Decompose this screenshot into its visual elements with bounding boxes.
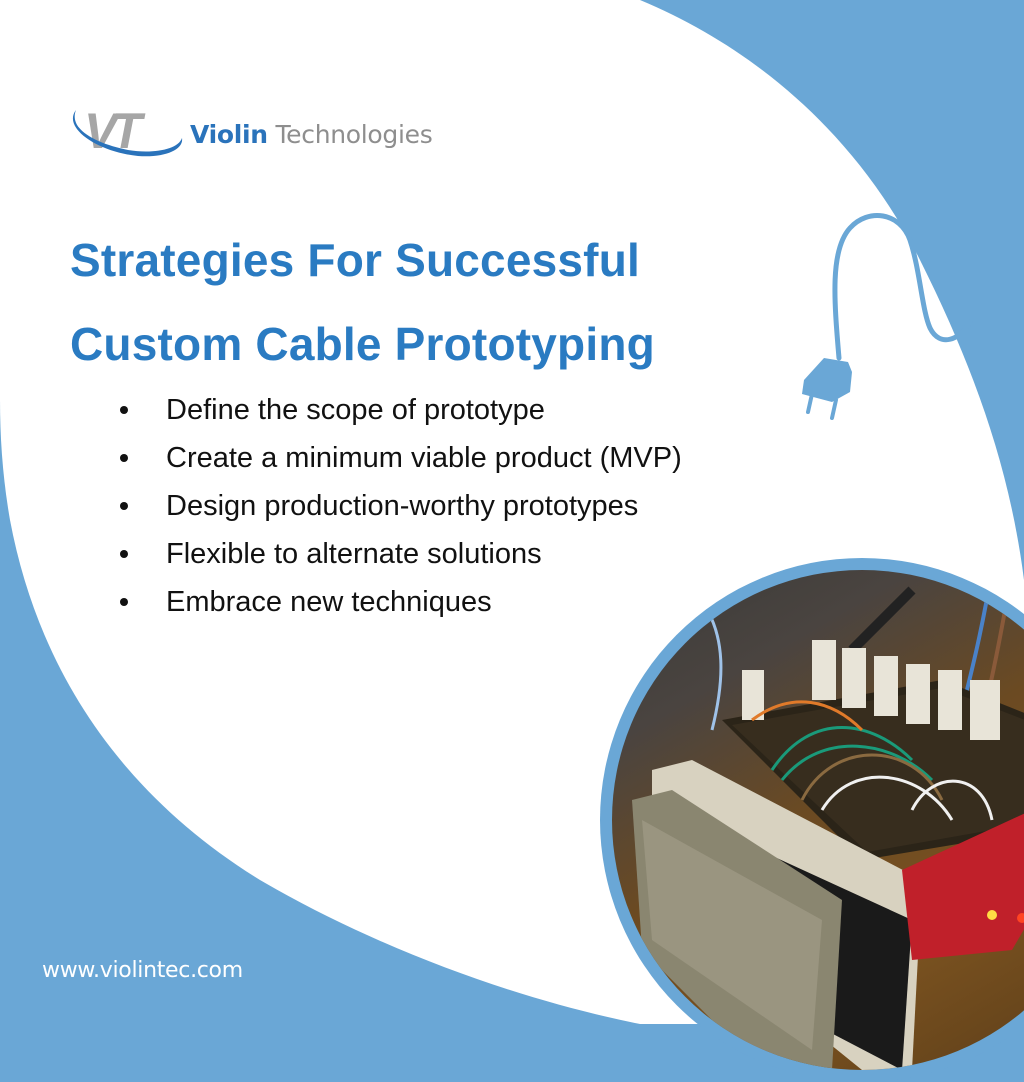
company-name: Violin Technologies <box>190 119 433 149</box>
power-plug-cable-icon <box>802 213 973 420</box>
prototype-electronics-photo <box>612 570 1024 1070</box>
title-line-1: Strategies For Successful <box>70 234 640 286</box>
company-logo: VT Violin Technologies <box>68 100 433 162</box>
website-url: www.violintec.com <box>42 958 243 983</box>
list-item: Define the scope of prototype <box>120 386 682 434</box>
bullet-icon <box>120 502 128 510</box>
company-name-secondary: Technologies <box>275 119 433 149</box>
title-line-2: Custom Cable Prototyping <box>70 318 655 370</box>
company-name-primary: Violin <box>190 119 268 149</box>
bullet-icon <box>120 550 128 558</box>
list-item: Flexible to alternate solutions <box>120 530 682 578</box>
strategy-list: Define the scope of prototype Create a m… <box>120 386 682 626</box>
prototype-photo-frame <box>600 558 1024 1082</box>
list-item: Embrace new techniques <box>120 578 682 626</box>
bullet-icon <box>120 598 128 606</box>
page-title: Strategies For Successful Custom Cable P… <box>70 218 655 386</box>
bullet-icon <box>120 406 128 414</box>
vt-logo-mark-icon: VT <box>68 100 186 162</box>
list-item: Create a minimum viable product (MVP) <box>120 434 682 482</box>
list-item: Design production-worthy prototypes <box>120 482 682 530</box>
bullet-icon <box>120 454 128 462</box>
